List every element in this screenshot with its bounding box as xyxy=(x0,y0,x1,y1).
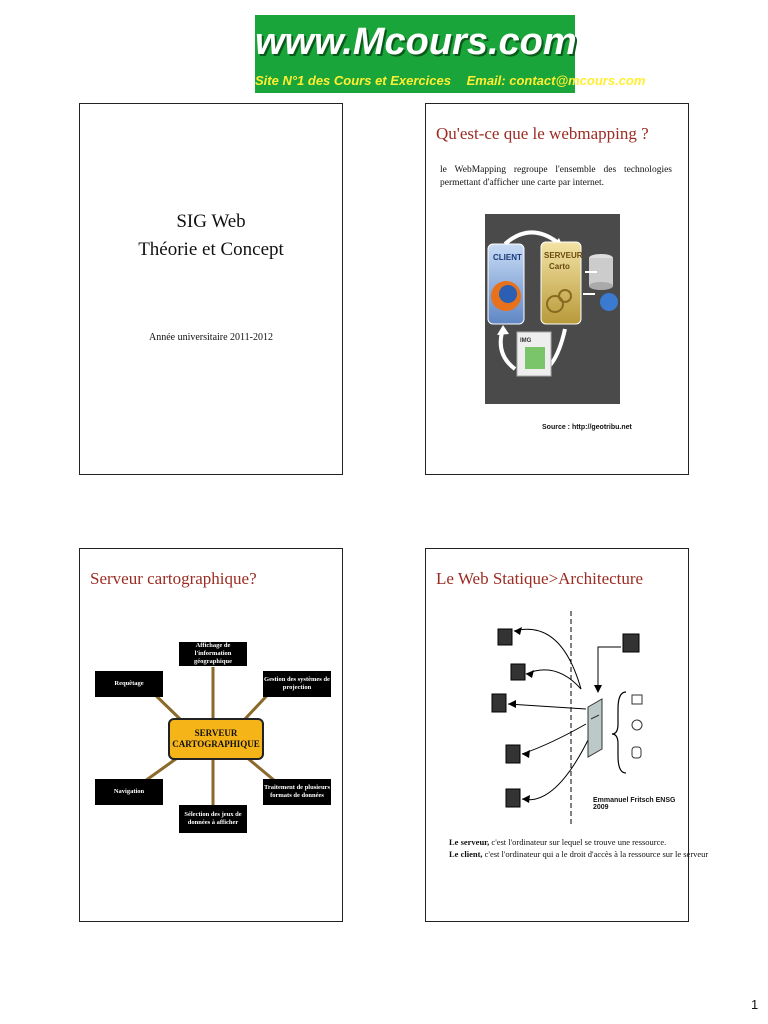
slide2-title: Qu'est-ce que le webmapping ? xyxy=(436,124,649,143)
database-icon xyxy=(631,746,642,759)
remote-computer-icon xyxy=(622,633,640,653)
banner-email: Email: contact@mcours.com xyxy=(466,73,646,88)
mindmap-center: SERVEUR CARTOGRAPHIQUE xyxy=(168,718,264,760)
gear-icon xyxy=(546,295,564,313)
banner-title: www.Mcours.com xyxy=(255,21,577,63)
server-definition: Le serveur, c'est l'ordinateur sur leque… xyxy=(449,836,708,848)
carto-label: Carto xyxy=(549,262,570,271)
slide3-title: Serveur cartographique? xyxy=(90,569,257,588)
architecture-diagram xyxy=(491,611,643,824)
client-def: c'est l'ordinateur qui a le droit d'accè… xyxy=(482,849,709,859)
server-tower-icon xyxy=(587,698,603,758)
slide-title-page: SIG Web Théorie et Concept Année univers… xyxy=(79,103,343,475)
mindmap-center-line2: CARTOGRAPHIQUE xyxy=(172,739,260,749)
slide-serveur-cartographique: Serveur cartographique? Affichage de l'i… xyxy=(79,548,343,922)
slide1-title-line2: Théorie et Concept xyxy=(138,239,284,260)
mindmap-node-right-top: Gestion des systèmes de projection xyxy=(263,671,331,697)
mindmap-node-left-top: Requêtage xyxy=(95,671,163,697)
server-term: Le serveur, xyxy=(449,837,490,847)
mcours-banner[interactable]: www.Mcours.com Site N°1 des Cours et Exe… xyxy=(255,15,645,93)
globe-icon xyxy=(600,293,618,311)
slide1-title-line1: SIG Web xyxy=(176,211,246,232)
img-label: IMG xyxy=(520,338,532,344)
mindmap-node-top: Affichage de l'information géographique xyxy=(179,642,247,666)
client-term: Le client, xyxy=(449,849,483,859)
mindmap-center-line1: SERVEUR xyxy=(194,728,238,738)
mindmap-node-left-bottom: Navigation xyxy=(95,779,163,805)
slide2-source: Source : http://geotribu.net xyxy=(542,424,632,431)
page-number: 1 xyxy=(751,997,759,1012)
webmapping-diagram-svg: CLIENT SERVEUR Carto IMG xyxy=(487,230,618,377)
client-label: CLIENT xyxy=(493,253,522,262)
server-box xyxy=(540,241,582,325)
slide1-title: SIG Web Théorie et Concept xyxy=(80,208,342,264)
server-label: SERVEUR xyxy=(544,251,583,260)
client-definition: Le client, c'est l'ordinateur qui a le d… xyxy=(449,848,708,860)
webmapping-diagram: CLIENT SERVEUR Carto IMG xyxy=(485,214,620,404)
server-def: c'est l'ordinateur sur lequel se trouve … xyxy=(489,837,667,847)
slide4-title: Le Web Statique>Architecture xyxy=(436,569,644,588)
mindmap-node-bottom: Sélection des jeux de données à afficher xyxy=(179,805,247,833)
client-computer-icons xyxy=(491,628,526,808)
slide4-credit: Emmanuel Fritsch ENSG 2009 xyxy=(593,797,676,811)
settings-icon xyxy=(631,719,643,731)
slide4-definitions: Le serveur, c'est l'ordinateur sur leque… xyxy=(449,836,708,860)
banner-tagline: Site N°1 des Cours et Exercices xyxy=(255,73,451,88)
banner-subtitle: Site N°1 des Cours et Exercices Email: c… xyxy=(255,73,645,88)
document-icon xyxy=(631,694,643,705)
slide2-body: le WebMapping regroupe l'ensemble des te… xyxy=(440,165,672,188)
slide-webmapping: Qu'est-ce que le webmapping ? le WebMapp… xyxy=(425,103,689,475)
mindmap-node-right-bottom: Traitement de plusieurs formats de donné… xyxy=(263,779,331,805)
slide-web-statique: Le Web Statique>Architecture xyxy=(425,548,708,922)
slide1-year: Année universitaire 2011-2012 xyxy=(148,332,274,343)
